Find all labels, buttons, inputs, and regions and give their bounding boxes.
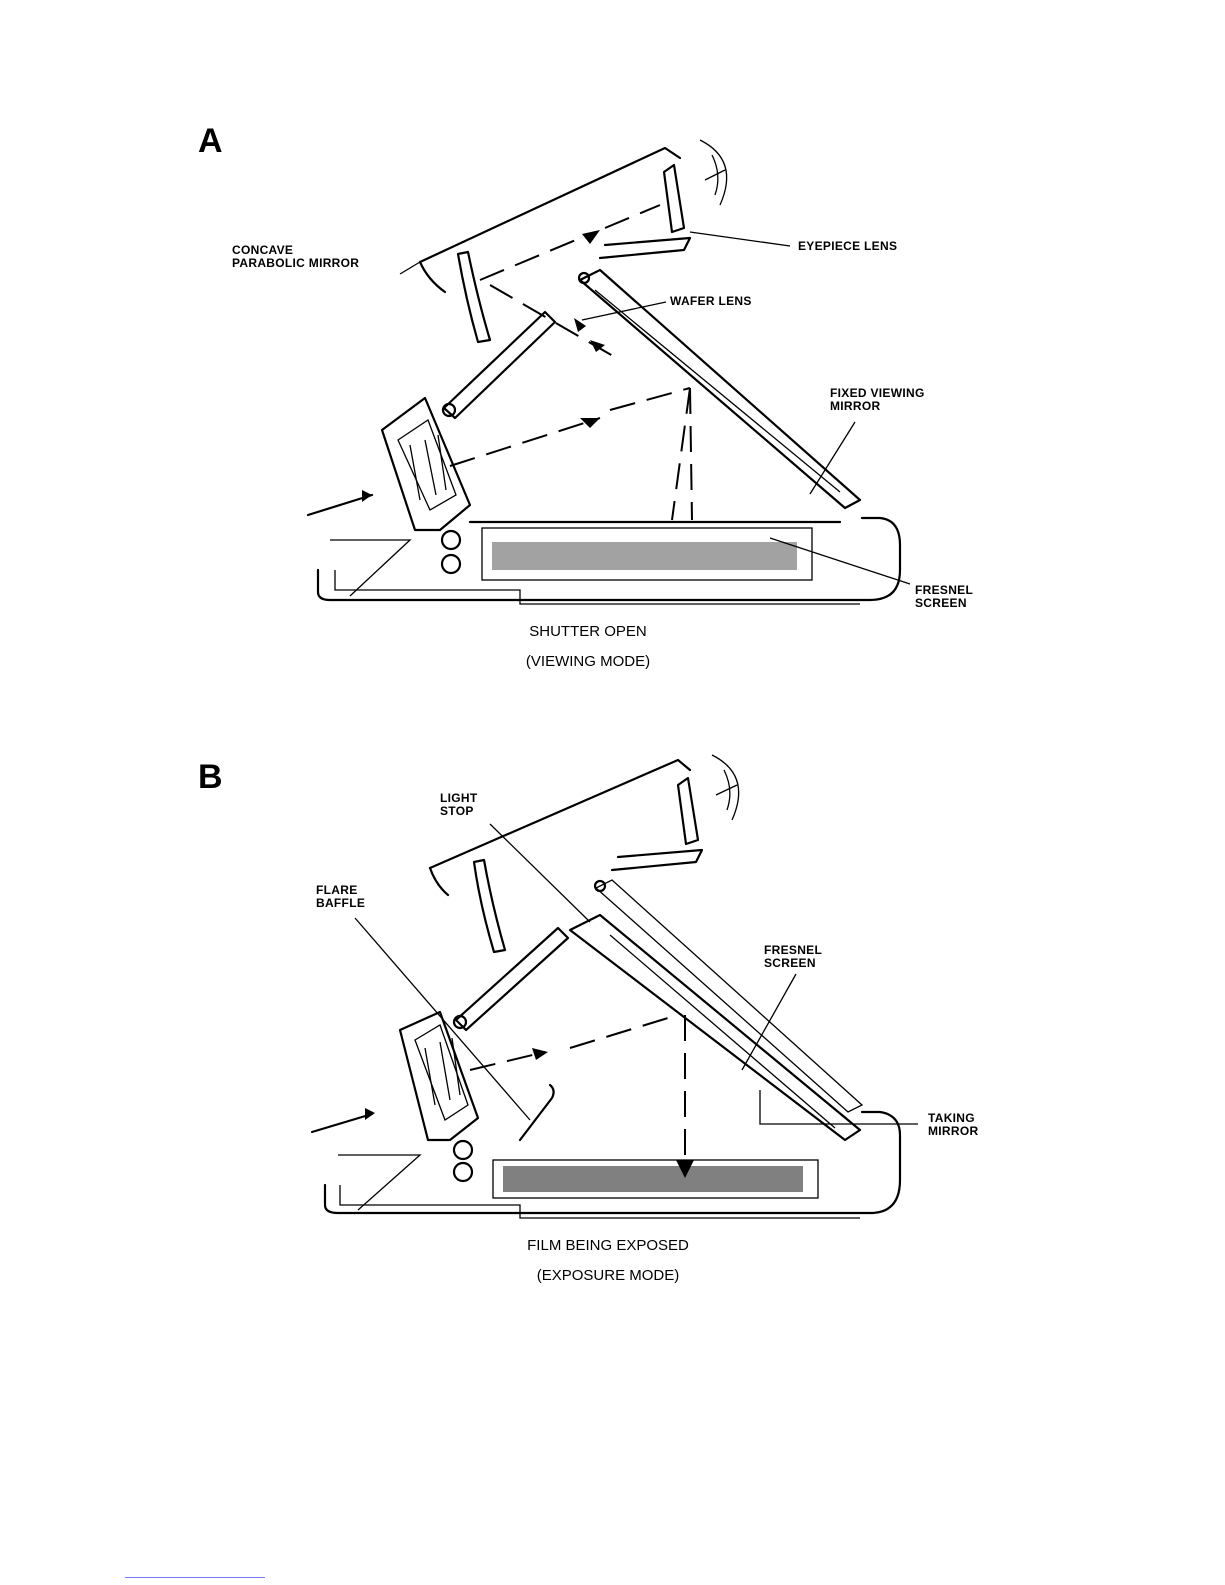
caption-b-line1: FILM BEING EXPOSED bbox=[458, 1231, 758, 1261]
leader-fixed bbox=[810, 422, 855, 494]
roller-bottom bbox=[442, 555, 460, 573]
label-taking-mirror: TAKING MIRROR bbox=[928, 1112, 978, 1138]
leader-eyepiece bbox=[690, 232, 790, 246]
leader-concave bbox=[400, 262, 420, 274]
footer-rule bbox=[125, 1577, 265, 1578]
eye-icon-b bbox=[712, 755, 739, 820]
label-concave-parabolic-mirror: CONCAVE PARABOLIC MIRROR bbox=[232, 244, 359, 270]
camera-diagram-exposure-mode bbox=[0, 700, 1225, 1320]
label-eyepiece-lens: EYEPIECE LENS bbox=[798, 240, 897, 253]
label-fixed-viewing-mirror: FIXED VIEWING MIRROR bbox=[830, 387, 925, 413]
concave-parabolic-mirror bbox=[458, 252, 490, 342]
label-flare-baffle: FLARE BAFFLE bbox=[316, 884, 365, 910]
film-being-exposed bbox=[503, 1166, 803, 1192]
ray-incoming bbox=[450, 418, 600, 466]
ray-to-mirror bbox=[480, 232, 595, 280]
roller-bottom-b bbox=[454, 1163, 472, 1181]
leader-light-stop bbox=[490, 824, 590, 922]
label-light-stop: LIGHT STOP bbox=[440, 792, 478, 818]
camera-diagram-viewing-mode bbox=[0, 0, 1225, 700]
caption-a-line2: (VIEWING MODE) bbox=[438, 647, 738, 677]
ray-to-screen bbox=[672, 388, 690, 520]
film-pack bbox=[492, 542, 797, 570]
roller-top bbox=[442, 531, 460, 549]
label-fresnel-screen-b: FRESNEL SCREEN bbox=[764, 944, 822, 970]
roller-top-b bbox=[454, 1141, 472, 1159]
top-cover-a bbox=[420, 148, 680, 262]
caption-a-line1: SHUTTER OPEN bbox=[438, 617, 738, 647]
label-wafer-lens: WAFER LENS bbox=[670, 295, 752, 308]
label-fresnel-screen-a: FRESNEL SCREEN bbox=[915, 584, 973, 610]
flare-baffle bbox=[520, 1085, 554, 1140]
lens-housing-b bbox=[400, 1012, 478, 1140]
left-strut bbox=[444, 312, 555, 418]
caption-b-line2: (EXPOSURE MODE) bbox=[458, 1261, 758, 1291]
eyepiece-lens-element bbox=[664, 165, 684, 232]
eye-icon bbox=[700, 140, 727, 205]
